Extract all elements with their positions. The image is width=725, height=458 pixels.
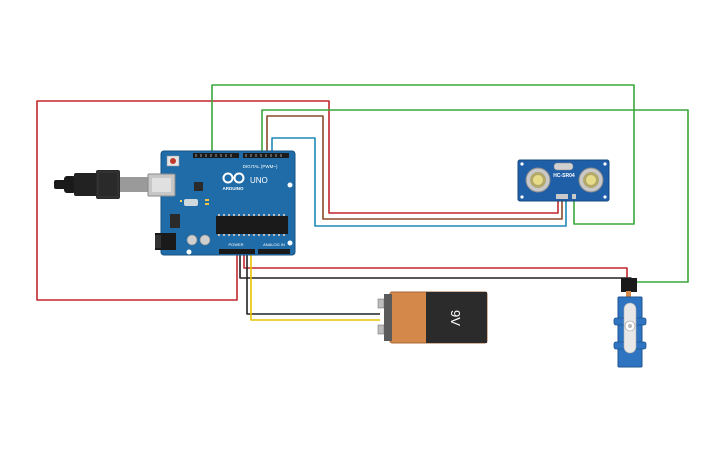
board-model-label: UNO bbox=[250, 176, 268, 185]
analog-header[interactable] bbox=[258, 249, 290, 254]
ultrasonic-sensor[interactable]: HC-SR04 bbox=[517, 159, 610, 202]
servo-motor[interactable] bbox=[613, 278, 647, 368]
mounting-hole bbox=[287, 240, 293, 246]
crystal bbox=[184, 199, 198, 206]
digital-pwm-label: DIGITAL (PWM~) bbox=[243, 164, 278, 169]
battery-label: 9V bbox=[448, 310, 463, 326]
analog-in-label: ANALOG IN bbox=[263, 242, 285, 247]
sensor-label: HC-SR04 bbox=[553, 173, 575, 179]
mounting-hole bbox=[287, 182, 293, 188]
power-label: POWER bbox=[228, 242, 243, 247]
battery-terminal-neg[interactable] bbox=[377, 324, 385, 335]
arduino-uno-board[interactable]: DIGITAL (PWM~) ARDUINO UNO bbox=[147, 150, 296, 256]
servo-connector[interactable] bbox=[621, 278, 637, 292]
arduino-logo-icon bbox=[222, 172, 245, 184]
sensor-pins[interactable] bbox=[556, 194, 576, 199]
wire-yellow-battery[interactable] bbox=[250, 253, 380, 321]
wire-brown-trig[interactable] bbox=[266, 115, 563, 220]
wire-blue-echo[interactable] bbox=[271, 137, 567, 227]
transducer-left-icon bbox=[525, 167, 551, 193]
usb-cable[interactable] bbox=[54, 170, 148, 199]
usb-chip bbox=[194, 182, 203, 191]
transducer-right-icon bbox=[578, 167, 604, 193]
voltage-regulator bbox=[170, 214, 180, 228]
wire-green-outer[interactable] bbox=[211, 84, 635, 225]
wire-red-vcc[interactable] bbox=[36, 100, 559, 301]
capacitor-1 bbox=[186, 234, 198, 246]
wires bbox=[36, 84, 689, 321]
crystal bbox=[553, 162, 574, 171]
power-header[interactable] bbox=[219, 249, 255, 254]
reset-button[interactable] bbox=[170, 158, 176, 164]
wire-black-battery[interactable] bbox=[246, 253, 380, 315]
microcontroller-chip bbox=[216, 214, 288, 236]
wire-green-servo[interactable] bbox=[261, 109, 689, 283]
battery-9v[interactable]: 9V bbox=[377, 291, 488, 344]
mounting-hole bbox=[186, 249, 192, 255]
arduino-logo-text: ARDUINO bbox=[223, 186, 244, 191]
wire-red-servo[interactable] bbox=[243, 253, 628, 282]
battery-terminal-pos[interactable] bbox=[377, 298, 385, 309]
capacitor-2 bbox=[199, 234, 211, 246]
servo-horn-icon bbox=[623, 302, 637, 354]
